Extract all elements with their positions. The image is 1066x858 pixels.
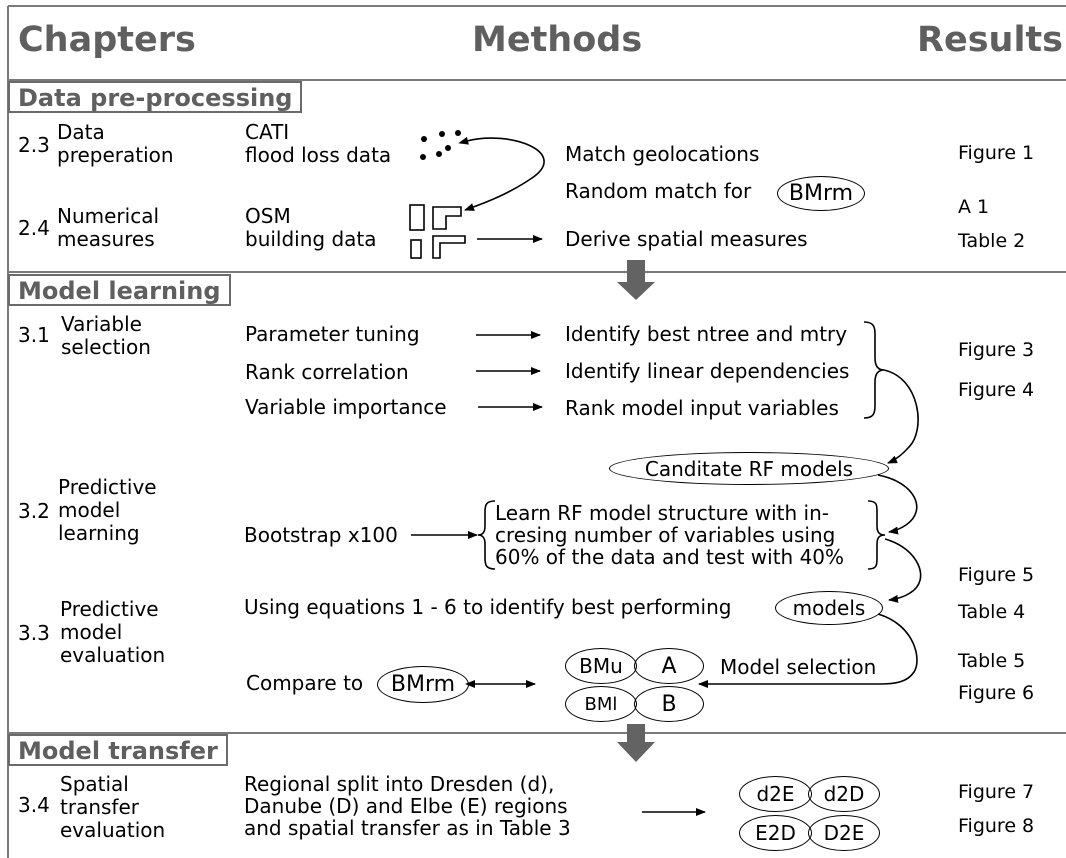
result-figure-7: Figure 7 <box>958 781 1035 803</box>
bmu-ellipse: BMu <box>565 648 637 684</box>
chapter-title: Predictive model evaluation <box>60 597 166 667</box>
derive-measures: Derive spatial measures <box>565 227 808 251</box>
compare-to: Compare to <box>246 671 364 695</box>
section-transfer: Model transfer <box>8 734 228 766</box>
rank-inputs: Rank model input variables <box>565 396 839 420</box>
cati-label: CATI flood loss data <box>245 120 392 167</box>
model-selection-arrow <box>698 613 918 688</box>
a-ellipse: A <box>634 648 704 684</box>
down-arrow-icon <box>617 724 655 762</box>
result-figure-3: Figure 3 <box>958 339 1035 361</box>
bootstrap-label: Bootstrap x100 <box>244 523 398 547</box>
variable-importance: Variable importance <box>245 395 447 419</box>
chapter-title: Predictive model learning <box>58 475 157 545</box>
result-table-2: Table 2 <box>958 230 1026 252</box>
geolocation-link-arrow <box>458 136 545 211</box>
d2d-ellipse: d2D <box>808 776 880 812</box>
chapter-number: 2.3 <box>18 133 50 157</box>
learn-rf-text: Learn RF model structure with in- cresin… <box>495 501 845 569</box>
candidate-arrow <box>883 369 919 464</box>
chapter-number: 3.1 <box>18 323 50 347</box>
bml-ellipse: BMl <box>565 686 637 722</box>
chapter-number: 2.4 <box>18 216 50 240</box>
candidate-rf-ellipse: Canditate RF models <box>609 452 889 485</box>
chapter-title: Variable selection <box>61 312 151 359</box>
header-results: Results <box>917 20 1063 60</box>
result-figure-1: Figure 1 <box>958 142 1035 164</box>
osm-label: OSM building data <box>245 204 377 251</box>
frame <box>7 5 1066 858</box>
result-figure-4: Figure 4 <box>958 379 1035 401</box>
header-methods: Methods <box>472 20 643 60</box>
e2d-ellipse: E2D <box>739 815 812 851</box>
result-figure-6: Figure 6 <box>958 682 1035 704</box>
brace-right <box>863 321 885 419</box>
building-icon <box>409 204 466 259</box>
d2e-ellipse: d2E <box>739 776 812 812</box>
candidate-to-learn-arrow <box>877 474 918 535</box>
bmrm-ellipse: BMrm <box>377 666 469 703</box>
section-learning: Model learning <box>8 274 231 306</box>
bmrm-ellipse: BMrm <box>777 176 865 211</box>
chapter-title: Spatial transfer evaluation <box>60 772 166 842</box>
regional-split-text: Regional split into Dresden (d), Danube … <box>244 772 571 840</box>
header-chapters: Chapters <box>18 20 196 60</box>
identify-ntree: Identify best ntree and mtry <box>565 322 848 346</box>
result-table-4: Table 4 <box>958 601 1026 623</box>
chapter-number: 3.2 <box>18 499 50 523</box>
chapter-title: Data preperation <box>57 120 174 167</box>
down-arrow-icon <box>617 260 655 300</box>
parameter-tuning: Parameter tuning <box>245 322 420 346</box>
chapter-number: 3.3 <box>18 621 50 645</box>
section-preprocessing: Data pre-processing <box>8 81 303 113</box>
random-match: Random match for <box>565 179 752 203</box>
chapter-title: Numerical measures <box>57 204 160 251</box>
result-figure-8: Figure 8 <box>958 815 1035 837</box>
result-figure-5: Figure 5 <box>958 564 1035 586</box>
dd2e-ellipse: D2E <box>808 815 880 851</box>
rank-correlation: Rank correlation <box>245 360 409 384</box>
result-table-5: Table 5 <box>958 650 1026 672</box>
dots-icon <box>420 130 461 160</box>
using-equations: Using equations 1 - 6 to identify best p… <box>244 595 732 619</box>
chapter-number: 3.4 <box>18 793 50 817</box>
b-ellipse: B <box>634 686 704 722</box>
model-selection-label: Model selection <box>720 655 877 679</box>
brace-left <box>477 500 496 570</box>
brace-right-2 <box>867 500 886 570</box>
result-a1: A 1 <box>958 196 990 218</box>
match-geolocations: Match geolocations <box>565 142 760 166</box>
identify-linear: Identify linear dependencies <box>565 359 850 383</box>
learn-to-models-arrow <box>884 538 922 603</box>
models-ellipse: models <box>775 591 883 625</box>
